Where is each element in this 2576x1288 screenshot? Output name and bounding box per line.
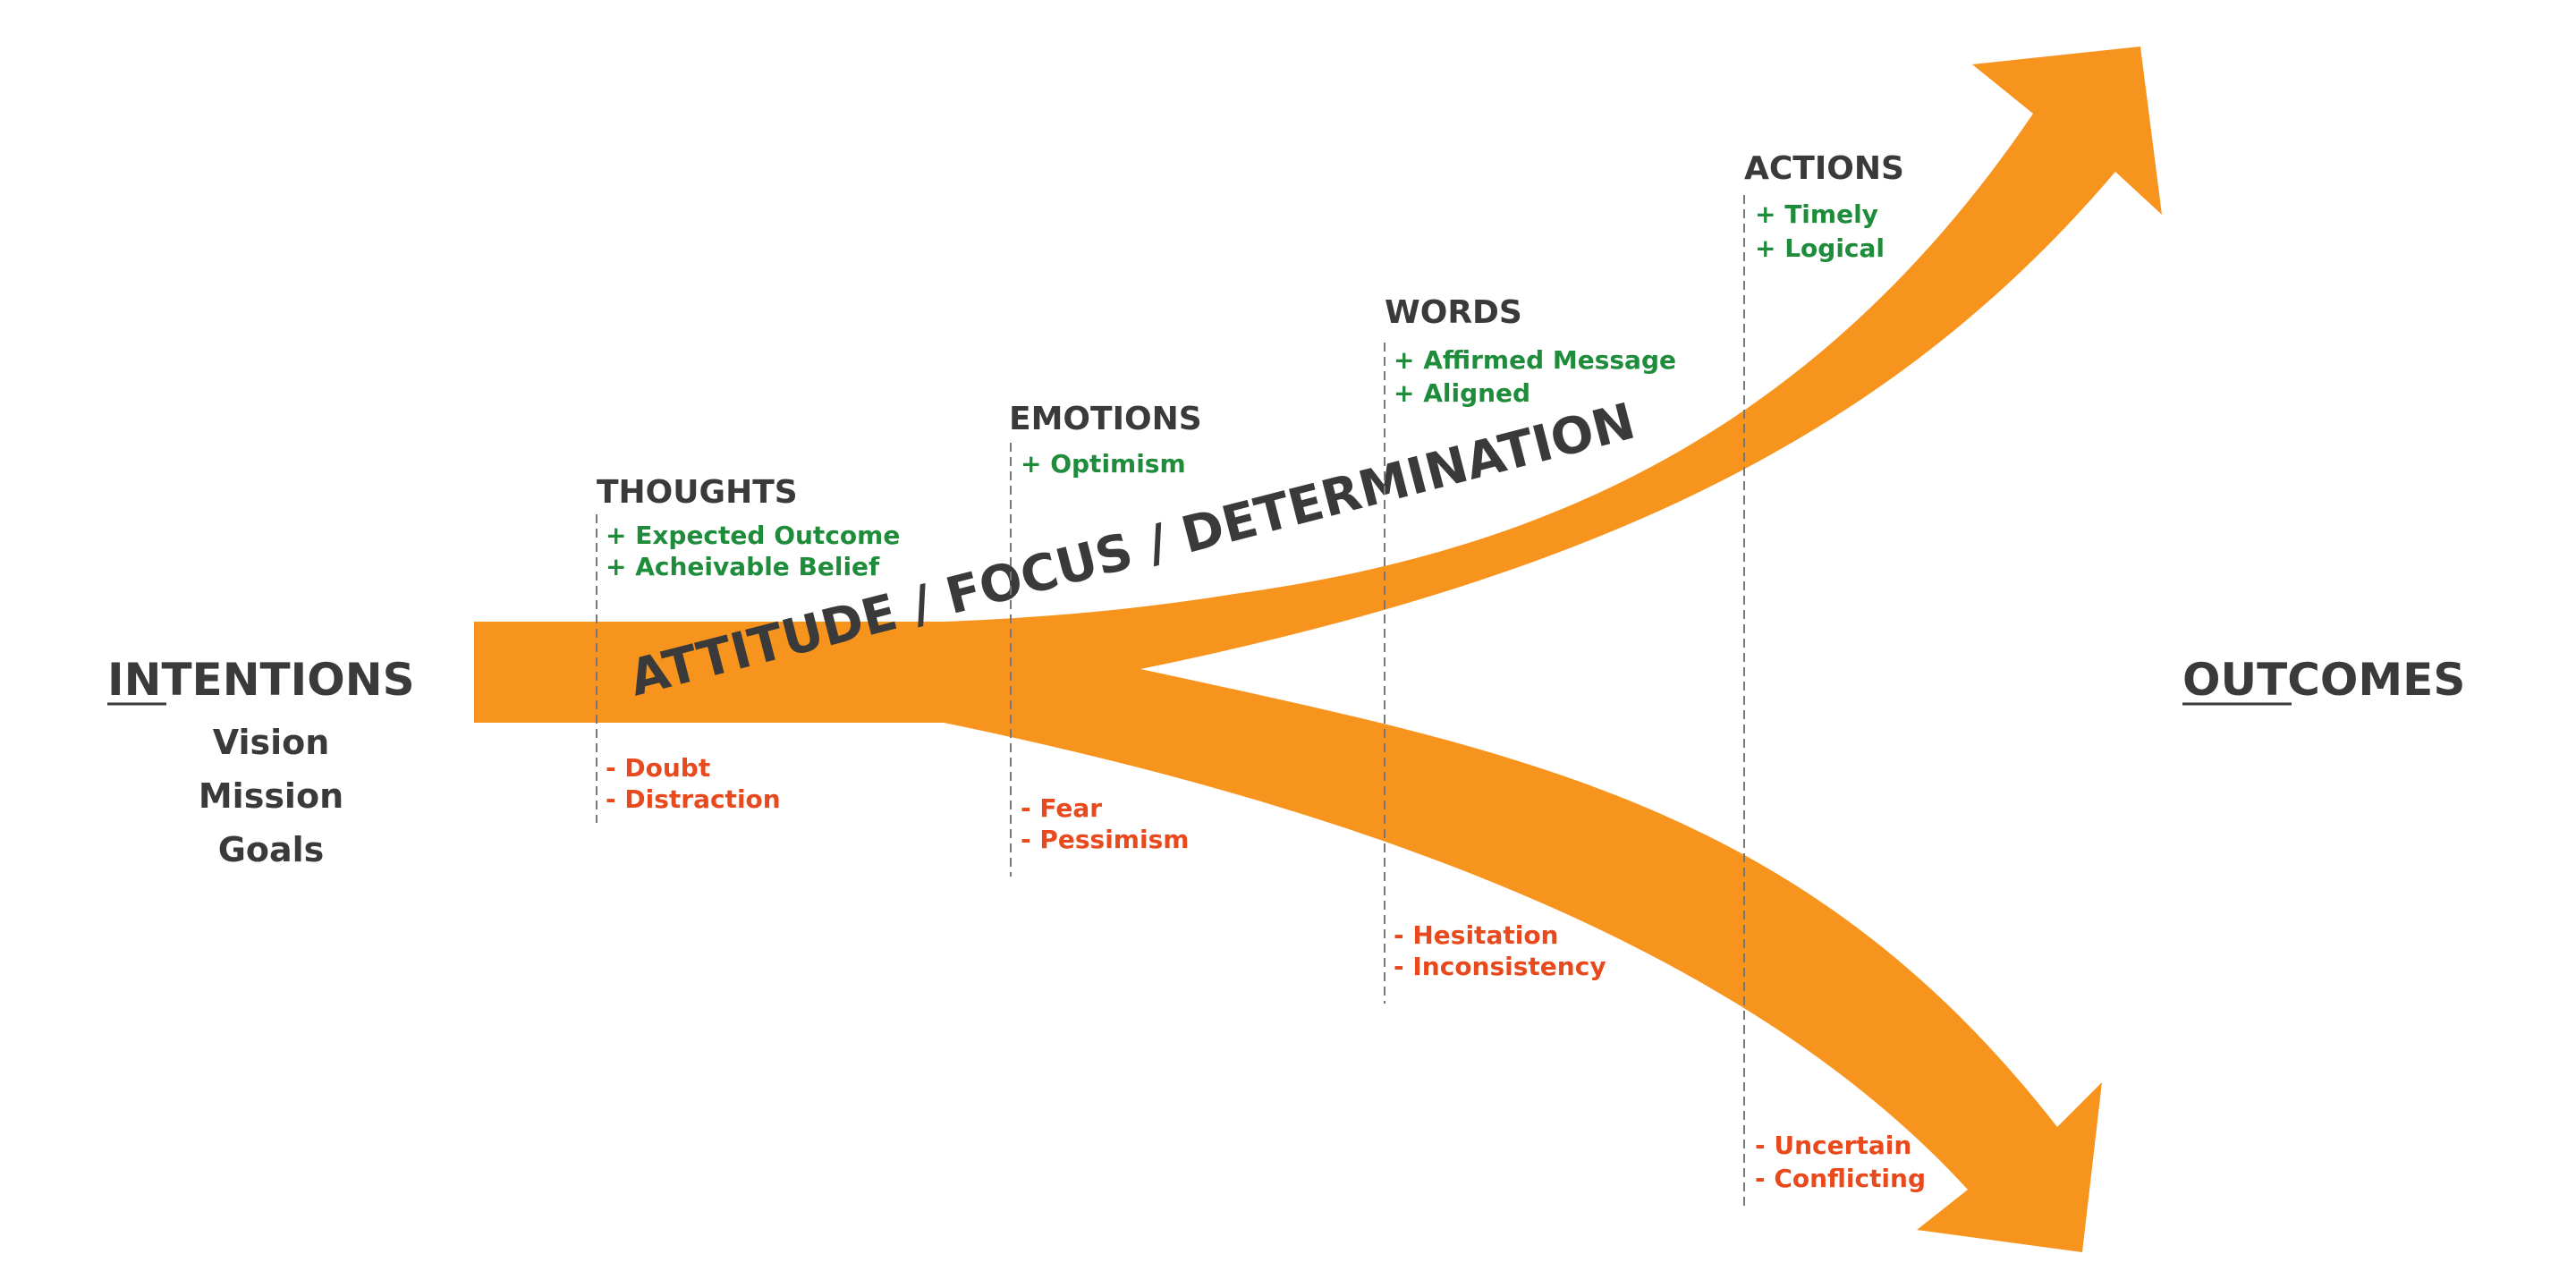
outcomes-title-underlined: OUT (2182, 654, 2287, 706)
outcomes-block: OUTCOMES (2182, 654, 2465, 706)
words-positive-1: + Affirmed Message (1394, 345, 1676, 375)
actions-negative-2: - Conflicting (1755, 1164, 1926, 1193)
outcomes-title-rest: COMES (2287, 654, 2465, 706)
actions-positive-1: + Timely (1755, 199, 1878, 229)
intentions-item-vision: Vision (213, 723, 330, 762)
split-arrow (474, 47, 2162, 1252)
stage-heading-emotions: EMOTIONS (1009, 401, 1202, 437)
words-positive-2: + Aligned (1394, 378, 1530, 408)
thoughts-positive-2: + Acheivable Belief (606, 552, 880, 581)
emotions-negative-2: - Pessimism (1021, 825, 1189, 854)
stage-thoughts: THOUGHTS + Expected Outcome + Acheivable… (597, 474, 900, 814)
stage-emotions: EMOTIONS + Optimism - Fear - Pessimism (1009, 401, 1202, 854)
intentions-title-underlined: IN (107, 654, 161, 706)
words-negative-2: - Inconsistency (1394, 952, 1606, 981)
actions-negative-1: - Uncertain (1755, 1131, 1911, 1160)
outcomes-title: OUTCOMES (2182, 654, 2465, 706)
stage-heading-words: WORDS (1385, 294, 1522, 331)
intentions-item-mission: Mission (199, 776, 343, 816)
arrow-body (474, 47, 2162, 1252)
stage-heading-actions: ACTIONS (1744, 150, 1904, 187)
emotions-negative-1: - Fear (1021, 793, 1102, 823)
thoughts-positive-1: + Expected Outcome (606, 521, 900, 550)
intentions-title-rest: TENTIONS (161, 654, 414, 706)
thoughts-negative-2: - Distraction (606, 784, 781, 814)
actions-positive-2: + Logical (1755, 233, 1885, 263)
words-negative-1: - Hesitation (1394, 920, 1559, 950)
stage-dividers (596, 195, 1745, 1208)
stage-words: WORDS + Affirmed Message + Aligned - Hes… (1385, 294, 1676, 981)
intentions-block: INTENTIONS Vision Mission Goals (107, 654, 415, 869)
intentions-item-goals: Goals (218, 830, 325, 869)
emotions-positive-1: + Optimism (1021, 449, 1186, 479)
intentions-title: INTENTIONS (107, 654, 415, 706)
stage-heading-thoughts: THOUGHTS (597, 474, 798, 511)
stage-actions: ACTIONS + Timely + Logical - Uncertain -… (1744, 150, 1926, 1193)
thoughts-negative-1: - Doubt (606, 753, 710, 783)
